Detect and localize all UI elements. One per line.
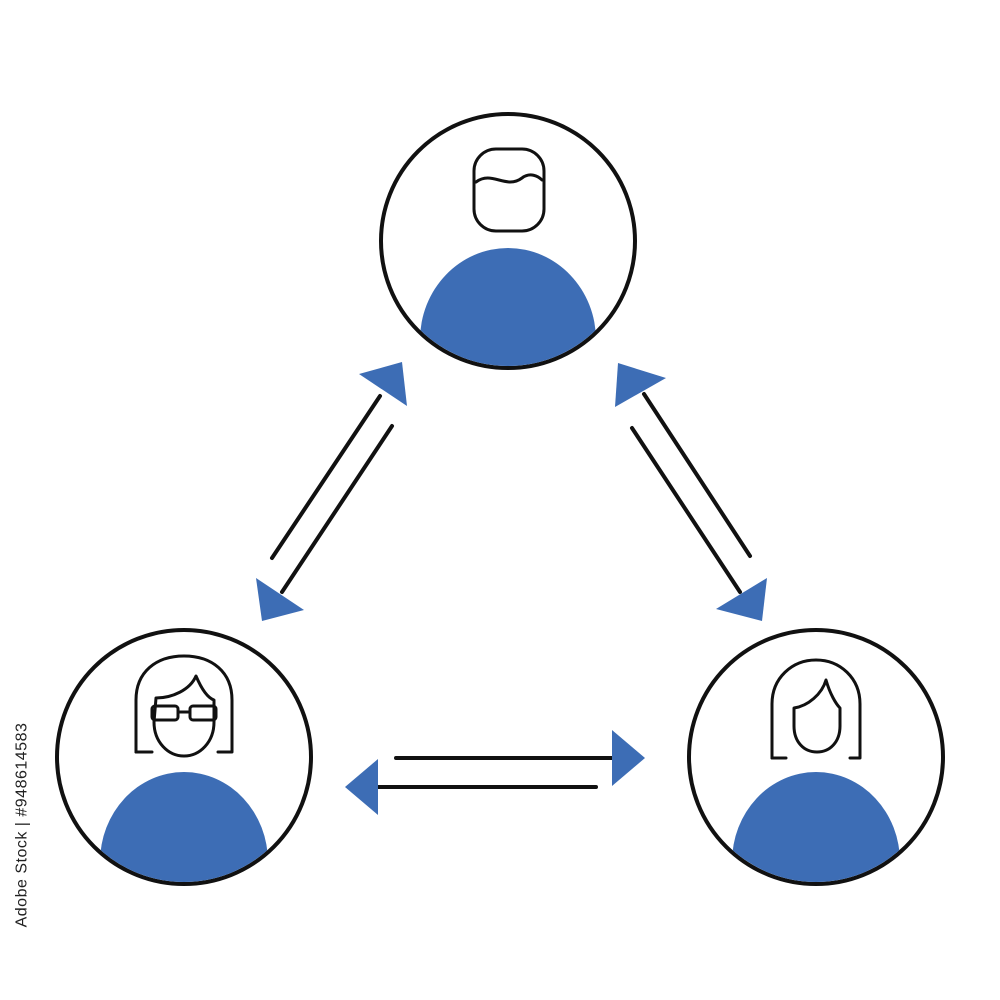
person-body-bottom-left — [100, 772, 268, 882]
stock-id-text: Adobe Stock | #948614583 — [13, 722, 31, 928]
person-body-top — [420, 248, 596, 366]
stock-watermark-id: Adobe Stock | #948614583 — [10, 723, 34, 928]
person-man-icon — [472, 147, 546, 233]
connection-top-bottom-left — [256, 362, 407, 621]
person-woman-glasses-icon — [134, 654, 234, 758]
arrowhead-up-icon — [615, 363, 666, 407]
connector-line — [280, 424, 394, 594]
connection-top-bottom-right — [615, 363, 767, 621]
connector-line — [630, 426, 742, 594]
person-node-bottom-left — [55, 628, 313, 886]
connector-line — [642, 392, 752, 558]
person-node-top — [379, 112, 637, 370]
connector-line — [270, 394, 382, 560]
person-body-bottom-right — [732, 772, 900, 882]
arrowhead-left-icon — [345, 759, 378, 815]
arrowhead-down-icon — [716, 578, 767, 621]
person-node-bottom-right — [687, 628, 945, 886]
person-woman-icon — [770, 658, 862, 760]
connection-bottom-left-bottom-right — [345, 730, 645, 815]
arrowhead-up-icon — [359, 362, 407, 406]
arrowhead-down-icon — [256, 578, 304, 621]
arrowhead-right-icon — [612, 730, 645, 786]
